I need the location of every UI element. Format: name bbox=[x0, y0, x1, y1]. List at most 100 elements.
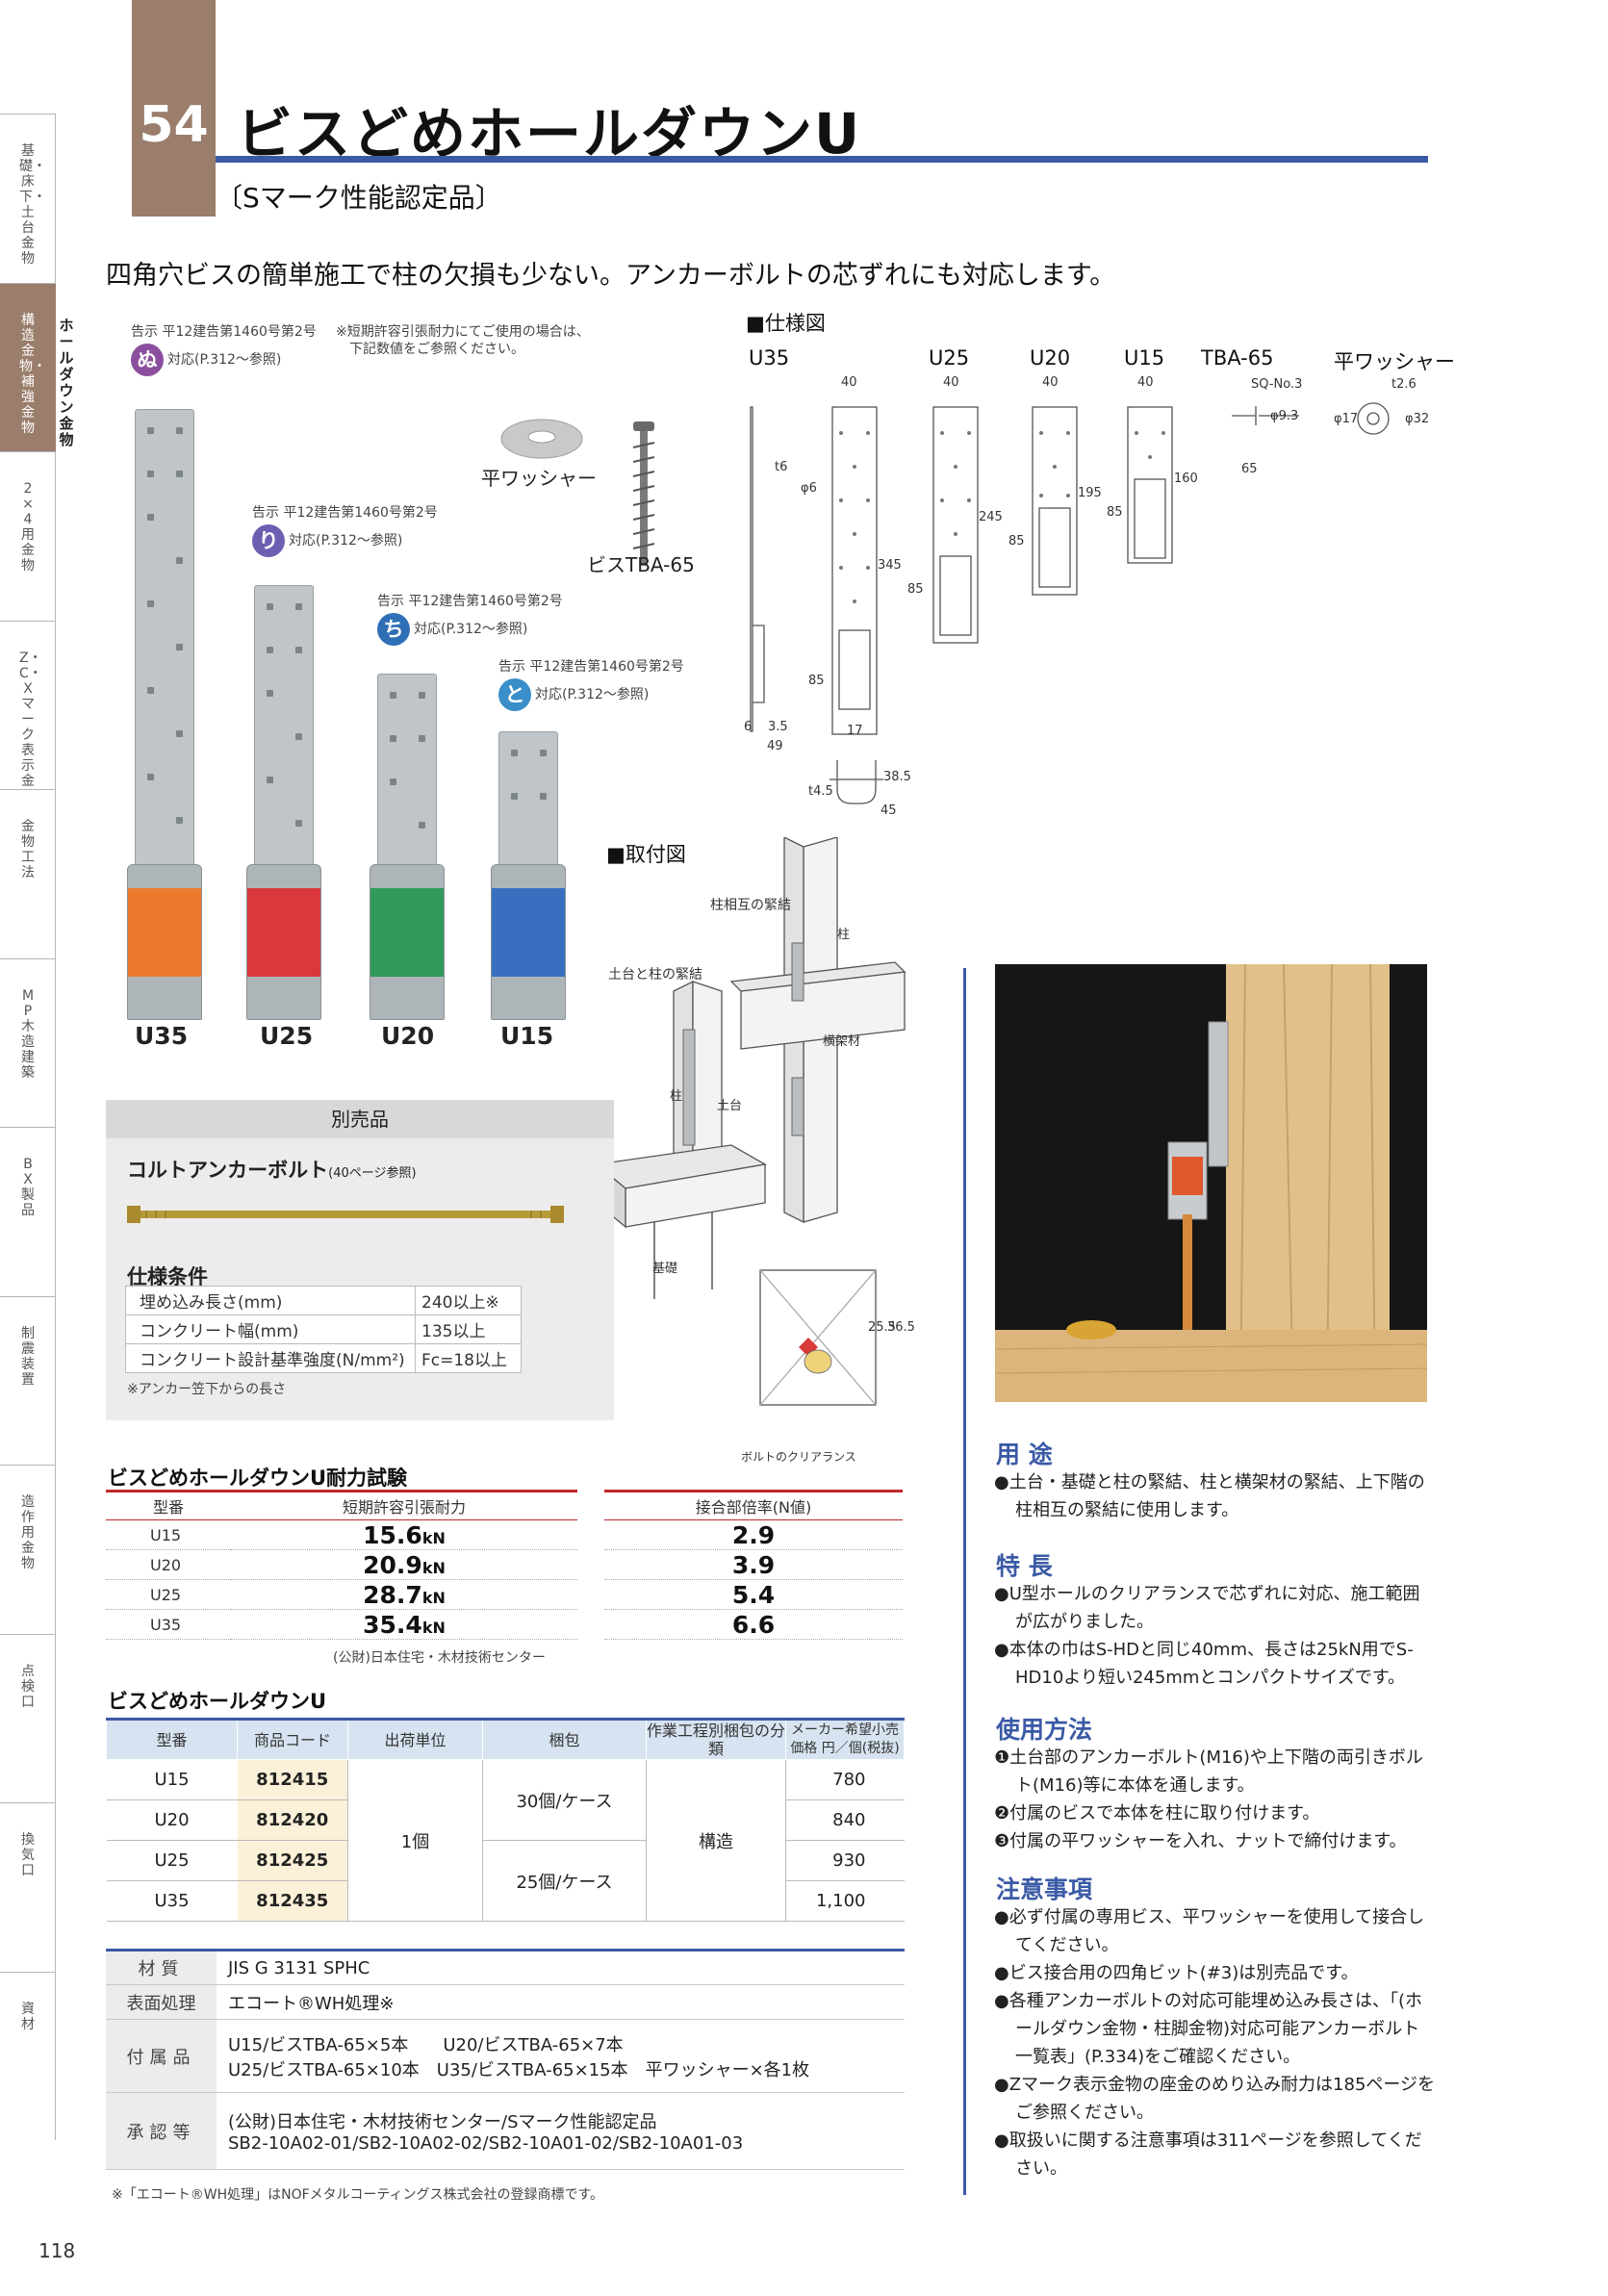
prod-code: 812420 bbox=[237, 1799, 348, 1841]
side-tab-label: 2×4用金物 bbox=[21, 481, 35, 574]
rule-line1: 告示 平12建告第1460号第2号 bbox=[377, 594, 563, 609]
side-tab-6[interactable]: MP木造建築 bbox=[0, 957, 56, 1127]
spec-heading: ■仕様図 bbox=[746, 312, 826, 335]
side-tab-10[interactable]: 点検口 bbox=[0, 1633, 56, 1802]
screw-hole bbox=[419, 735, 425, 742]
label-clearance: ボルトのクリアランス bbox=[741, 1450, 856, 1464]
install-drawing-svg bbox=[595, 837, 906, 1406]
holdown-body-u15 bbox=[491, 864, 566, 1020]
screw-hole bbox=[176, 730, 183, 737]
caution-title: 注意事項 bbox=[996, 1875, 1093, 1903]
dim-u35-width: 40 bbox=[841, 375, 857, 390]
side-tab-12[interactable]: 資材 bbox=[0, 1971, 56, 2140]
usage-title: 用 途 bbox=[996, 1441, 1053, 1468]
side-tab-7[interactable]: BX製品 bbox=[0, 1127, 56, 1296]
test-ratio: 5.4 bbox=[604, 1579, 903, 1610]
installation-photo-svg bbox=[995, 964, 1427, 1402]
model-u35-label: U35 bbox=[135, 1022, 189, 1050]
caution-item: ●必ず付属の専用ビス、平ワッシャーを使用して接合してください。 bbox=[994, 1907, 1425, 1955]
test-ratio: 2.9 bbox=[604, 1519, 903, 1550]
badge-to: と bbox=[498, 678, 531, 711]
label-c36-5: 36.5 bbox=[887, 1320, 915, 1335]
feature-item: ●本体の巾はS-HDと同じ40mm、長さは25kN用でS-HD10より短い245… bbox=[994, 1640, 1414, 1688]
condition-title: 仕様条件 bbox=[127, 1265, 208, 1288]
product-label-band bbox=[370, 888, 444, 977]
cond-key: コンクリート幅(mm) bbox=[125, 1314, 416, 1344]
model-u25-label: U25 bbox=[260, 1022, 314, 1050]
side-tab-8[interactable]: 制震装置 bbox=[0, 1295, 56, 1465]
screw-hole bbox=[540, 750, 547, 756]
separate-title-text: コルトアンカーボルト bbox=[127, 1159, 329, 1182]
prod-model: U15 bbox=[106, 1759, 238, 1800]
test-col-model: 型番 bbox=[106, 1490, 231, 1520]
prod-pack-b: 25個/ケース bbox=[482, 1840, 647, 1922]
prod-code: 812425 bbox=[237, 1840, 348, 1881]
side-tab-5[interactable]: 金物工法 bbox=[0, 789, 56, 958]
label-foundation: 基礎 bbox=[652, 1262, 678, 1276]
screw-hole bbox=[511, 750, 518, 756]
sub-tab-label: ホールダウン金物 bbox=[59, 317, 74, 448]
rule-line1: 告示 平12建告第1460号第2号 bbox=[131, 324, 317, 340]
table-row: U20 812420 840 bbox=[106, 1799, 905, 1841]
feature-title: 特 長 bbox=[996, 1552, 1053, 1580]
label-pillar-upper: 柱 bbox=[837, 928, 851, 942]
label-sill: 土台 bbox=[717, 1099, 743, 1113]
dim-phi6: φ6 bbox=[801, 481, 817, 496]
side-tab-label: 基礎・床下・土台金物 bbox=[19, 143, 46, 267]
method-text: ❶土台部のアンカーボルト(M16)や上下階の両引きボルト(M16)等に本体を通し… bbox=[994, 1744, 1437, 1855]
side-tab-11[interactable]: 換気口 bbox=[0, 1802, 56, 1972]
table-row: 表面処理エコート®WH処理※ bbox=[106, 1984, 905, 2020]
method-item: ❶土台部のアンカーボルト(M16)や上下階の両引きボルト(M16)等に本体を通し… bbox=[994, 1748, 1423, 1796]
cond-value: 240以上※ bbox=[415, 1286, 522, 1315]
prod-model: U25 bbox=[106, 1840, 238, 1881]
table-row: U35 812435 1,100 bbox=[106, 1880, 905, 1922]
side-tab-label: 構造金物・補強金物 bbox=[19, 312, 46, 436]
screw-hole bbox=[390, 735, 396, 742]
products-title: ビスどめホールダウンU bbox=[108, 1690, 327, 1713]
badge-ri: り bbox=[252, 524, 285, 557]
holdown-body-u20 bbox=[370, 864, 445, 1020]
prod-model: U20 bbox=[106, 1799, 238, 1841]
screw-hole bbox=[295, 647, 302, 653]
prod-model: U35 bbox=[106, 1880, 238, 1922]
side-tab-label: BX製品 bbox=[21, 1157, 35, 1218]
usage-item: ●土台・基礎と柱の緊結、柱と横架材の緊結、上下階の柱相互の緊結に使用します。 bbox=[994, 1472, 1425, 1520]
dim-t6: t6 bbox=[775, 460, 788, 474]
feature-item: ●U型ホールのクリアランスで芯ずれに対応、施工範囲が広がりました。 bbox=[994, 1584, 1420, 1632]
model-u20-label: U20 bbox=[381, 1022, 435, 1050]
screw-hole bbox=[147, 514, 154, 521]
method-item: ❷付属のビスで本体を柱に取り付けます。 bbox=[994, 1803, 1320, 1824]
prod-col-category: 作業工程別梱包の分類 bbox=[646, 1718, 786, 1760]
rule-line2: 対応(P.312～参照) bbox=[414, 622, 528, 637]
dim-u20-width: 40 bbox=[1042, 375, 1059, 390]
rule-line1: 告示 平12建告第1460号第2号 bbox=[498, 659, 684, 675]
test-ratio: 3.9 bbox=[604, 1549, 903, 1580]
product-label-band bbox=[247, 888, 320, 977]
side-tab-3[interactable]: 2×4用金物 bbox=[0, 451, 56, 621]
screw-hole bbox=[267, 777, 273, 783]
side-tab-label: 資材 bbox=[21, 2001, 35, 2032]
screw-hole bbox=[176, 427, 183, 434]
side-tab-9[interactable]: 造作用金物 bbox=[0, 1465, 56, 1634]
title-rule bbox=[216, 156, 1428, 163]
side-tab-2[interactable]: 構造金物・補強金物 bbox=[0, 282, 56, 451]
side-tab-4[interactable]: Z・C・Xマーク表示金物 bbox=[0, 620, 56, 804]
spec-col-u35: U35 bbox=[749, 346, 790, 370]
dim-160: 160 bbox=[1174, 472, 1198, 486]
prod-code: 812435 bbox=[237, 1880, 348, 1922]
feature-text: ●U型ホールのクリアランスで芯ずれに対応、施工範囲が広がりました。 ●本体の巾は… bbox=[994, 1580, 1437, 1692]
dim-6: 6 bbox=[744, 720, 753, 734]
screw-hole bbox=[176, 471, 183, 477]
side-tab-1[interactable]: 基礎・床下・土台金物 bbox=[0, 114, 56, 283]
badge-nu: ぬ bbox=[131, 344, 164, 376]
separate-title: コルトアンカーボルト(40ページ参照) bbox=[127, 1155, 417, 1184]
caution-item: ●各種アンカーボルトの対応可能埋め込み長さは、「(ホールダウン金物・柱脚金物)対… bbox=[994, 1991, 1423, 2067]
spec-col-washer: 平ワッシャー bbox=[1334, 350, 1455, 373]
